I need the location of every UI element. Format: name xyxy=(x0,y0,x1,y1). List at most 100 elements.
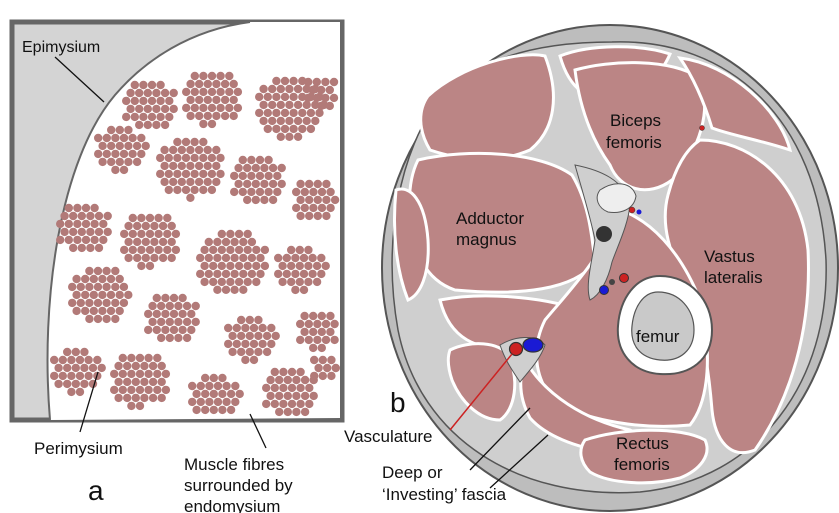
muscle-fibre xyxy=(116,158,124,166)
muscle-fibre xyxy=(94,267,102,275)
muscle-fibre xyxy=(191,88,199,96)
muscle-fibre xyxy=(152,121,160,129)
muscle-fibre xyxy=(212,96,220,104)
muscle-fibre xyxy=(300,254,308,262)
muscle-fibre xyxy=(264,125,272,133)
muscle-fibre xyxy=(213,270,221,278)
muscle-fibre xyxy=(225,88,233,96)
muscle-fibre xyxy=(133,158,141,166)
muscle-fibre xyxy=(161,105,169,113)
muscle-fibre xyxy=(272,77,280,85)
muscle-fibre xyxy=(243,196,251,204)
muscle-fibre xyxy=(192,390,200,398)
muscle-fibre xyxy=(259,101,267,109)
muscle-fibre xyxy=(233,324,241,332)
muscle-fibre xyxy=(225,72,233,80)
muscle-fibre xyxy=(296,278,304,286)
muscle-fibre xyxy=(95,212,103,220)
muscle-fibre xyxy=(116,291,124,299)
muscle-fibre xyxy=(166,302,174,310)
muscle-fibre xyxy=(296,196,304,204)
muscle-fibre xyxy=(318,188,326,196)
muscle-fibre xyxy=(296,180,304,188)
muscle-fibre xyxy=(300,270,308,278)
muscle-fibre xyxy=(327,372,335,380)
muscle-fibre xyxy=(204,112,212,120)
muscle-fibre xyxy=(208,88,216,96)
muscle-fibre xyxy=(133,222,141,230)
muscle-fibre xyxy=(246,332,254,340)
muscle-fibre xyxy=(296,336,304,344)
muscle-fibre xyxy=(309,188,317,196)
muscle-fibre xyxy=(186,146,194,154)
muscle-fibre xyxy=(76,356,84,364)
muscle-fibre xyxy=(294,117,302,125)
muscle-fibre xyxy=(267,324,275,332)
muscle-fibre xyxy=(140,378,148,386)
muscle-fibre xyxy=(230,238,238,246)
muscle-fibre xyxy=(119,354,127,362)
muscle-fibre xyxy=(218,278,226,286)
muscle-fibre xyxy=(201,406,209,414)
muscle-fibre xyxy=(281,93,289,101)
muscle-fibre xyxy=(284,392,292,400)
muscle-fibre xyxy=(98,364,106,372)
muscle-fibre xyxy=(73,204,81,212)
muscle-fibre xyxy=(156,170,164,178)
muscle-fibre xyxy=(239,156,247,164)
muscle-fibre xyxy=(317,102,325,110)
muscle-fibre xyxy=(153,354,161,362)
muscle-fibre xyxy=(305,212,313,220)
muscle-fibre xyxy=(136,354,144,362)
muscle-fibre xyxy=(227,390,235,398)
muscle-fibre xyxy=(186,194,194,202)
muscle-fibre xyxy=(78,212,86,220)
muscle-fibre xyxy=(78,244,86,252)
muscle-fibre xyxy=(195,96,203,104)
muscle-fibre xyxy=(252,164,260,172)
muscle-fibre xyxy=(85,299,93,307)
muscle-fibre xyxy=(90,291,98,299)
muscle-fibre xyxy=(137,134,145,142)
muscle-fibre xyxy=(310,372,318,380)
muscle-fibre xyxy=(186,112,194,120)
muscle-fibre xyxy=(309,204,317,212)
muscle-fibre xyxy=(72,364,80,372)
muscle-fibre xyxy=(107,291,115,299)
muscle-fibre xyxy=(235,246,243,254)
muscle-fibre xyxy=(214,398,222,406)
epimysium-label: Epimysium xyxy=(22,39,100,56)
muscle-fibre xyxy=(300,328,308,336)
muscle-fibre xyxy=(126,89,134,97)
muscle-fibre xyxy=(256,188,264,196)
muscle-fibre xyxy=(221,96,229,104)
muscle-fibre xyxy=(169,178,177,186)
muscle-fibre xyxy=(122,97,130,105)
muscle-fibre xyxy=(208,170,216,178)
muscle-fibre xyxy=(228,348,236,356)
muscle-fibre xyxy=(212,178,220,186)
muscle-fibre xyxy=(173,154,181,162)
muscle-fibre xyxy=(271,384,279,392)
muscle-fibre xyxy=(222,254,230,262)
muscle-fibre xyxy=(182,154,190,162)
muscle-fibre xyxy=(90,220,98,228)
muscle-fibre xyxy=(212,146,220,154)
muscle-fibre xyxy=(114,378,122,386)
muscle-fibre xyxy=(294,101,302,109)
muscle-fibre xyxy=(191,72,199,80)
rectus-femoris-label-line2: femoris xyxy=(614,455,670,474)
muscle-fibre xyxy=(142,222,150,230)
muscle-fibre xyxy=(256,156,264,164)
muscle-fibre xyxy=(149,362,157,370)
muscle-fibre xyxy=(230,286,238,294)
muscle-fibre xyxy=(157,318,165,326)
muscle-fibre xyxy=(80,348,88,356)
muscle-fibre xyxy=(308,86,316,94)
muscle-fibre xyxy=(296,400,304,408)
muscle-fibre xyxy=(133,238,141,246)
muscle-fibre xyxy=(254,316,262,324)
muscle-fibre xyxy=(163,214,171,222)
muscle-fibre xyxy=(267,340,275,348)
